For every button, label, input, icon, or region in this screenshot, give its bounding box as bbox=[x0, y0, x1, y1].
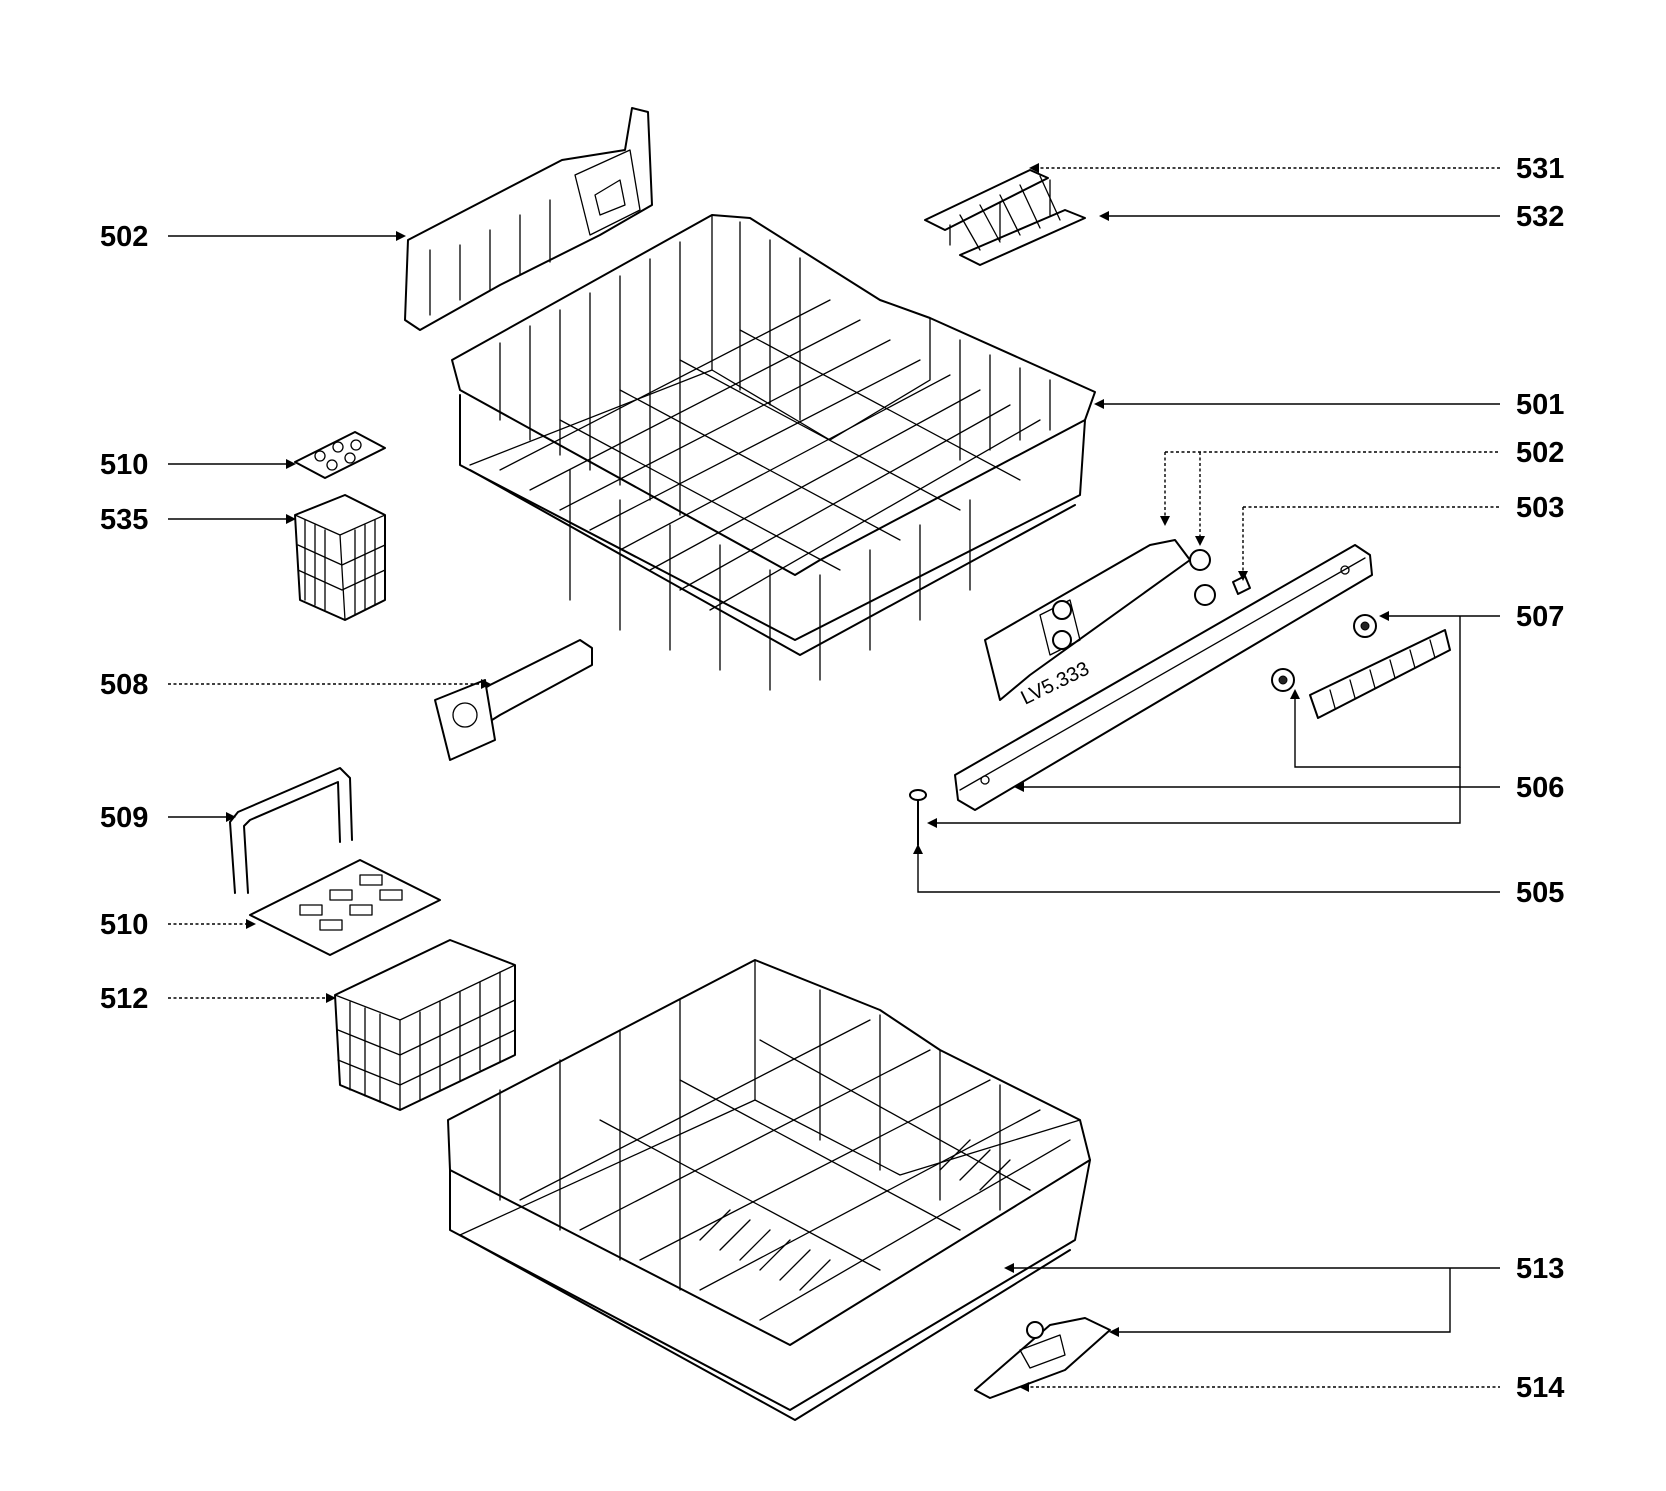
label-532: 532 bbox=[1516, 201, 1564, 233]
part-labels: 502 510 535 508 509 510 512 531 532 501 … bbox=[100, 153, 1564, 1404]
label-510-large-lid: 510 bbox=[100, 909, 148, 941]
label-535: 535 bbox=[100, 504, 148, 536]
label-506: 506 bbox=[1516, 772, 1564, 804]
leader-lines bbox=[168, 167, 1500, 1388]
part-506-rail-drawing bbox=[954, 544, 1373, 811]
part-503-clip-drawing bbox=[1232, 575, 1251, 595]
upper-rack-drawing bbox=[451, 214, 1096, 691]
leader-arrowheads bbox=[226, 163, 1389, 1392]
label-514: 514 bbox=[1516, 1372, 1564, 1404]
label-505: 505 bbox=[1516, 877, 1564, 909]
part-531-532-clip-drawing bbox=[924, 169, 1086, 266]
label-512: 512 bbox=[100, 983, 148, 1015]
label-502-right: 502 bbox=[1516, 437, 1564, 469]
part-513-514-carrier-drawing bbox=[974, 1317, 1111, 1399]
label-503: 503 bbox=[1516, 492, 1564, 524]
label-507: 507 bbox=[1516, 601, 1564, 633]
part-505-pin-drawing bbox=[909, 789, 927, 846]
label-510-small-lid: 510 bbox=[100, 449, 148, 481]
part-508-nozzle-drawing bbox=[434, 639, 593, 761]
label-502-top-left: 502 bbox=[100, 221, 148, 253]
label-509: 509 bbox=[100, 802, 148, 834]
part-510-small-lid-drawing bbox=[294, 431, 386, 479]
part-512-basket-drawing bbox=[334, 939, 516, 1111]
part-535-basket-drawing bbox=[294, 494, 386, 621]
label-513: 513 bbox=[1516, 1253, 1564, 1285]
lower-rack-drawing bbox=[447, 959, 1091, 1421]
part-509-handle-drawing bbox=[229, 767, 353, 894]
label-508: 508 bbox=[100, 669, 148, 701]
part-502-housing-drawing bbox=[404, 107, 653, 331]
part-507-wheels-drawing bbox=[1271, 614, 1451, 719]
part-510-large-lid-drawing bbox=[249, 859, 441, 956]
label-531: 531 bbox=[1516, 153, 1564, 185]
label-501: 501 bbox=[1516, 389, 1564, 421]
